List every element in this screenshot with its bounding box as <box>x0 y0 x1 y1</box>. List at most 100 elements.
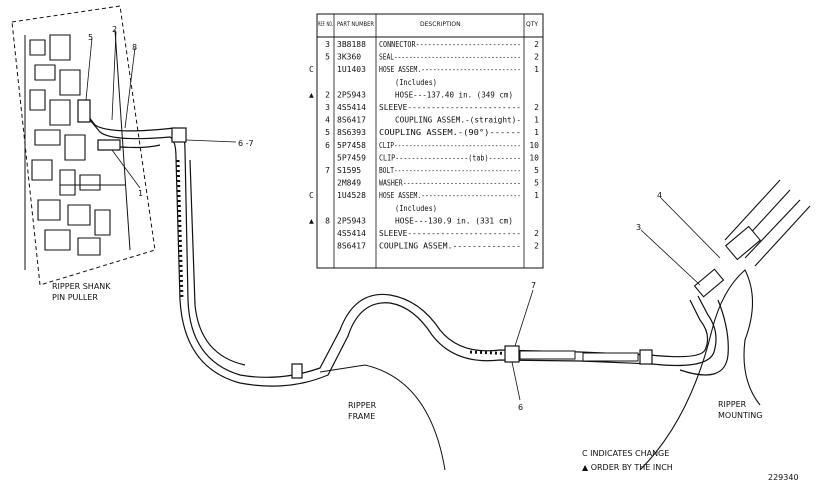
table-row: 4S5414 SLEEVE------------------------ 2 <box>337 229 539 238</box>
row-description: COUPLING ASSEM.-------------- <box>379 242 521 251</box>
callout-5: 5 <box>88 33 93 42</box>
mounting-label-line2: MOUNTING <box>718 411 762 420</box>
ripper-shank-pin-puller <box>11 5 156 286</box>
row-part-number: 2P5943 <box>337 90 366 99</box>
row-part-number: 3B8188 <box>337 40 366 49</box>
row-mark: ▲ <box>309 216 314 225</box>
legend-order: ▲ ORDER BY THE INCH <box>582 463 673 472</box>
row-description: SLEEVE------------------------ <box>379 229 521 238</box>
clip-lower-left <box>291 363 303 379</box>
row-qty: 10 <box>529 153 539 162</box>
row-part-number: 4S5414 <box>337 103 366 112</box>
shank-label-line2: PIN PULLER <box>52 293 98 302</box>
callout-6-7: 6 -7 <box>238 139 254 148</box>
row-qty: 5 <box>534 179 539 188</box>
row-part-number: 2P5943 <box>337 216 366 225</box>
row-description: SEAL---------------------------------- <box>379 53 521 62</box>
row-description: CONNECTOR-------------------------- <box>379 40 521 49</box>
row-description: CLIP---------------------------------- <box>379 141 521 150</box>
row-qty: 5 <box>534 166 539 175</box>
table-row: (Includes) <box>395 204 437 213</box>
table-row: 5 8S6393 COUPLING ASSEM.-(90°)------ 1 <box>325 128 539 137</box>
row-description: HOSE ASSEM.-------------------------- <box>379 191 521 200</box>
row-part-number: 1U1403 <box>337 65 366 74</box>
row-description: CLIP------------------(tab)-------- <box>379 153 521 162</box>
parts-table-border <box>316 13 544 269</box>
row-qty: 1 <box>534 116 539 125</box>
row-description: HOSE ASSEM.-------------------------- <box>379 65 521 74</box>
figure-number: 229340 <box>768 473 799 482</box>
row-ref: 5 <box>325 53 330 62</box>
row-qty: 2 <box>534 229 539 238</box>
row-description: COUPLING ASSEM.-(90°)------ <box>379 128 521 137</box>
row-description: COUPLING ASSEM.-(straight)- <box>395 116 521 125</box>
table-row: ▲ 8 2P5943 HOSE---130.9 in. (331 cm) <box>309 216 513 225</box>
row-description: WASHER------------------------------ <box>379 179 521 188</box>
mounting-coupling-upper <box>724 225 762 261</box>
row-part-number: 4S5414 <box>337 229 366 238</box>
table-row: C 1U1403 HOSE ASSEM.----------------------… <box>309 65 539 74</box>
row-qty: 1 <box>534 128 539 137</box>
row-description: SLEEVE------------------------ <box>379 103 521 112</box>
mounting-frame-line <box>639 269 761 471</box>
row-qty: 2 <box>534 103 539 112</box>
row-description: (Includes) <box>395 204 437 213</box>
row-part-number: 1U4528 <box>337 191 366 200</box>
row-part-number: 8S6393 <box>337 128 366 137</box>
mounting-tubes <box>724 179 811 267</box>
row-description: HOSE---137.40 in. (349 cm) <box>395 90 513 99</box>
row-description: (Includes) <box>395 78 437 87</box>
row-part-number: 5P7459 <box>337 153 366 162</box>
row-ref: 3 <box>325 103 330 112</box>
row-ref: 3 <box>325 40 330 49</box>
callout-6: 6 <box>518 403 523 412</box>
row-mark: C <box>309 65 314 74</box>
frame-label-line2: FRAME <box>348 412 375 421</box>
row-qty: 1 <box>534 65 539 74</box>
row-part-number: 8S6417 <box>337 116 366 125</box>
table-row: 6 5P7458 CLIP-----------------------------… <box>325 141 539 150</box>
row-ref: 5 <box>325 128 330 137</box>
callout-3: 3 <box>636 223 641 232</box>
shank-frame-lines <box>24 29 131 270</box>
shank-outline <box>11 5 156 286</box>
row-description: BOLT---------------------------------- <box>379 166 521 175</box>
callout-7: 7 <box>531 281 536 290</box>
sleeve-center-left <box>519 350 576 360</box>
row-ref: 2 <box>325 90 330 99</box>
table-row: 3 3B8188 CONNECTOR------------------------… <box>325 40 539 49</box>
callout-1: 1 <box>138 189 143 198</box>
legend-change: C INDICATES CHANGE <box>582 449 669 458</box>
parts-table-rows: 3 3B8188 CONNECTOR------------------------… <box>309 40 539 251</box>
row-ref: 6 <box>325 141 330 150</box>
callout-2: 2 <box>112 25 117 34</box>
row-qty: 2 <box>534 40 539 49</box>
callout-numbers: 5 2 8 1 6 -7 3 4 7 6 <box>88 25 662 412</box>
shank-pattern <box>29 34 111 256</box>
table-row: 7 S1595 BOLT------------------------------… <box>325 166 539 175</box>
row-qty: 2 <box>534 53 539 62</box>
sleeve-center-right <box>582 352 639 362</box>
row-part-number: 5P7458 <box>337 141 366 150</box>
shank-label-line1: RIPPER SHANK <box>52 282 111 291</box>
row-part-number: 8S6417 <box>337 242 366 251</box>
frame-label-line1: RIPPER <box>348 401 377 410</box>
ripper-frame-outline <box>319 364 446 471</box>
row-part-number: S1595 <box>337 166 361 175</box>
table-row: 5P7459 CLIP------------------(tab)-------… <box>337 153 539 162</box>
mounting-coupling-lower <box>693 268 725 298</box>
row-qty: 10 <box>529 141 539 150</box>
row-description: HOSE---130.9 in. (331 cm) <box>395 216 513 225</box>
header-part: PART NUMBER <box>337 21 374 28</box>
coupling-fitting-shank <box>97 139 121 151</box>
row-ref: 4 <box>325 116 330 125</box>
row-ref: 8 <box>325 216 330 225</box>
table-row: 3 4S5414 SLEEVE------------------------ 2 <box>325 103 539 112</box>
clip-right <box>639 349 653 365</box>
row-ref: 7 <box>325 166 330 175</box>
table-row: (Includes) <box>395 78 437 87</box>
